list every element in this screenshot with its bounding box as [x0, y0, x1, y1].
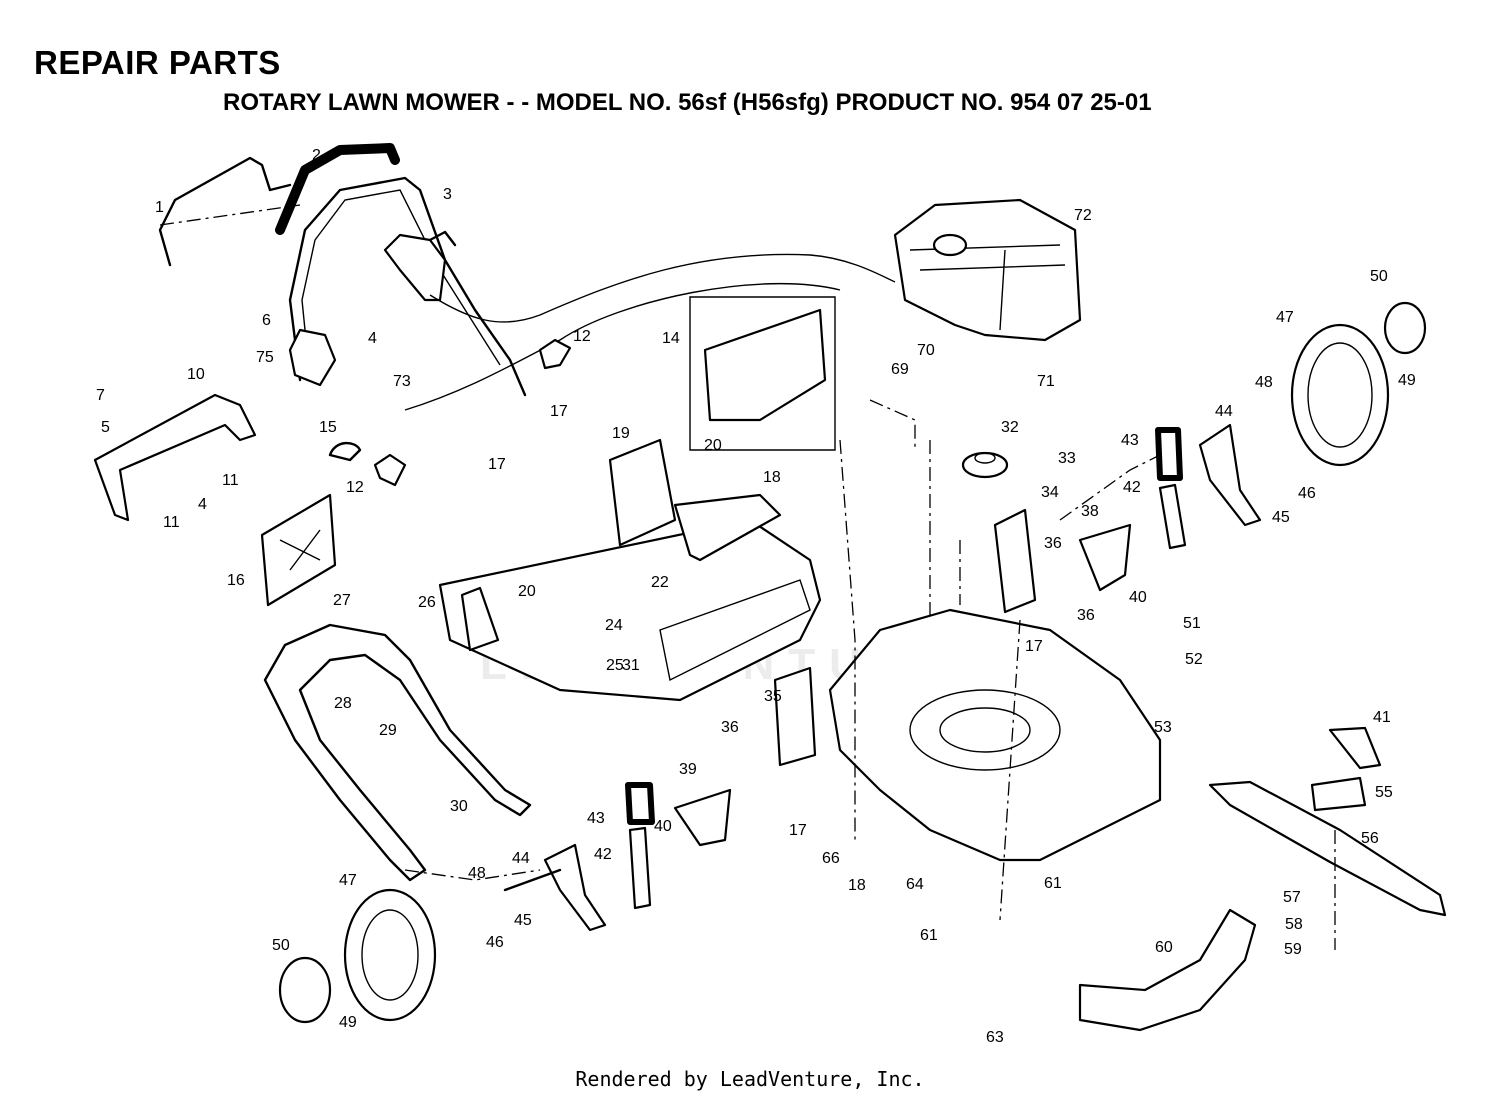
part-callout-61: 61 [920, 927, 938, 944]
part-callout-22: 22 [651, 574, 669, 591]
part-callout-71: 71 [1037, 373, 1055, 390]
part-callout-66: 66 [822, 850, 840, 867]
part-callout-17: 17 [488, 456, 506, 473]
part-callouts: 1234456710111112121415161717171718181920… [96, 147, 1416, 1046]
part-callout-14: 14 [662, 330, 680, 347]
part-callout-72: 72 [1074, 207, 1092, 224]
part-callout-60: 60 [1155, 939, 1173, 956]
part-callout-64: 64 [906, 876, 924, 893]
part-callout-57: 57 [1283, 889, 1301, 906]
part-callout-70: 70 [917, 342, 935, 359]
part-callout-40: 40 [1129, 589, 1147, 606]
part-illustrations [93, 143, 1447, 1032]
part-callout-43: 43 [587, 810, 605, 827]
part-callout-27: 27 [333, 592, 351, 609]
part-callout-63: 63 [986, 1029, 1004, 1046]
part-callout-44: 44 [512, 850, 530, 867]
part-callout-12: 12 [346, 479, 364, 496]
part-callout-48: 48 [468, 865, 486, 882]
part-callout-17: 17 [789, 822, 807, 839]
part-callout-1: 1 [155, 199, 164, 216]
part-callout-47: 47 [1276, 309, 1294, 326]
part-callout-30: 30 [450, 798, 468, 815]
part-callout-6: 6 [262, 312, 271, 329]
part-callout-16: 16 [227, 572, 245, 589]
part-callout-50: 50 [1370, 268, 1388, 285]
part-callout-36: 36 [1077, 607, 1095, 624]
part-callout-69: 69 [891, 361, 909, 378]
part-callout-75: 75 [256, 349, 274, 366]
part-callout-25: 25 [606, 657, 624, 674]
part-callout-50: 50 [272, 937, 290, 954]
part-callout-47: 47 [339, 872, 357, 889]
part-callout-45: 45 [1272, 509, 1290, 526]
part-callout-35: 35 [764, 688, 782, 705]
part-callout-73: 73 [393, 373, 411, 390]
part-callout-51: 51 [1183, 615, 1201, 632]
part-callout-39: 39 [679, 761, 697, 778]
part-callout-41: 41 [1373, 709, 1391, 726]
part-callout-44: 44 [1215, 403, 1233, 420]
footer-credit: Rendered by LeadVenture, Inc. [575, 1067, 925, 1091]
part-callout-17: 17 [550, 403, 568, 420]
part-callout-48: 48 [1255, 374, 1273, 391]
part-callout-43: 43 [1121, 432, 1139, 449]
part-callout-42: 42 [1123, 479, 1141, 496]
part-callout-59: 59 [1284, 941, 1302, 958]
part-1-drawing [158, 156, 292, 267]
part-callout-5: 5 [101, 419, 110, 436]
part-callout-4: 4 [198, 496, 207, 513]
part-callout-24: 24 [605, 617, 623, 634]
part-callout-53: 53 [1154, 719, 1172, 736]
part-callout-49: 49 [339, 1014, 357, 1031]
part-callout-46: 46 [1298, 485, 1316, 502]
part-callout-15: 15 [319, 419, 337, 436]
part-callout-42: 42 [594, 846, 612, 863]
part-callout-20: 20 [704, 437, 722, 454]
part-callout-26: 26 [418, 594, 436, 611]
part-callout-31: 31 [622, 657, 640, 674]
part-callout-17: 17 [1025, 638, 1043, 655]
part-callout-18: 18 [763, 469, 781, 486]
part-callout-52: 52 [1185, 651, 1203, 668]
part-callout-40: 40 [654, 818, 672, 835]
part-callout-10: 10 [187, 366, 205, 383]
part-callout-11: 11 [222, 472, 239, 489]
part-callout-34: 34 [1041, 484, 1059, 501]
part-callout-12: 12 [573, 328, 591, 345]
part-callout-32: 32 [1001, 419, 1019, 436]
part-callout-56: 56 [1361, 830, 1379, 847]
part-callout-2: 2 [312, 147, 321, 164]
part-callout-3: 3 [443, 186, 452, 203]
part-callout-36: 36 [721, 719, 739, 736]
part-callout-19: 19 [612, 425, 630, 442]
part-callout-4: 4 [368, 330, 377, 347]
part-callout-38: 38 [1081, 503, 1099, 520]
part-callout-61: 61 [1044, 875, 1062, 892]
part-callout-28: 28 [334, 695, 352, 712]
part-callout-45: 45 [514, 912, 532, 929]
part-callout-58: 58 [1285, 916, 1303, 933]
part-callout-18: 18 [848, 877, 866, 894]
part-callout-49: 49 [1398, 372, 1416, 389]
part-callout-11: 11 [163, 514, 180, 531]
page-subtitle: ROTARY LAWN MOWER - - MODEL NO. 56sf (H5… [223, 89, 1152, 116]
part-callout-33: 33 [1058, 450, 1076, 467]
part-callout-29: 29 [379, 722, 397, 739]
page-title: REPAIR PARTS [34, 44, 281, 81]
part-callout-36: 36 [1044, 535, 1062, 552]
part-callout-46: 46 [486, 934, 504, 951]
part-callout-7: 7 [96, 387, 105, 404]
part-callout-55: 55 [1375, 784, 1393, 801]
part-callout-20: 20 [518, 583, 536, 600]
